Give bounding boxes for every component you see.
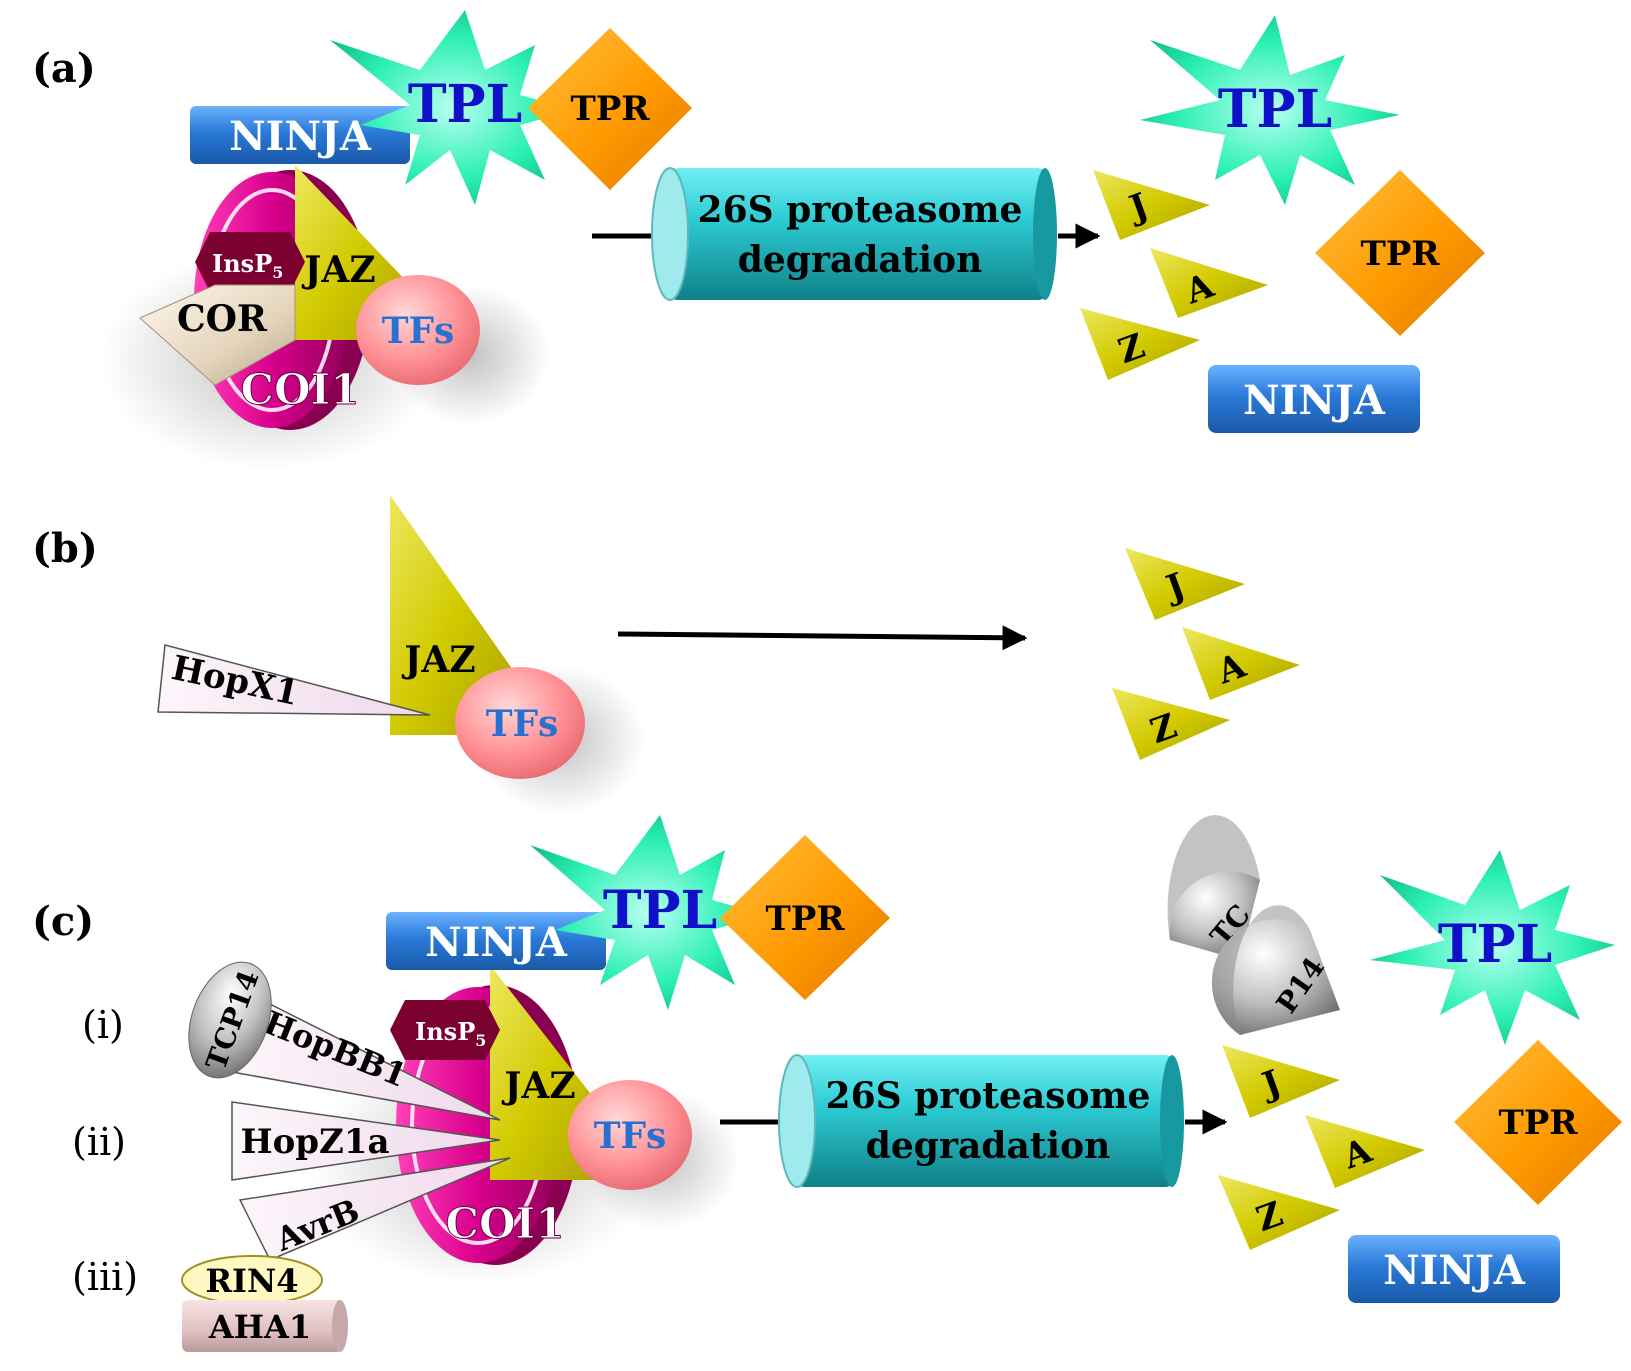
tpl-star bbox=[330, 10, 575, 205]
tpl-star-out-c bbox=[1370, 850, 1615, 1045]
panel-c-label: (c) bbox=[32, 898, 94, 945]
avrb-wedge bbox=[238, 1157, 511, 1261]
tpl-out-label-a: TPL bbox=[1218, 79, 1332, 140]
tpr-diamond-out-c bbox=[1454, 1040, 1622, 1205]
jaz-label-c: JAZ bbox=[501, 1065, 575, 1107]
tpl-label: TPL bbox=[408, 74, 522, 135]
tfs-ellipse-c bbox=[568, 1080, 692, 1190]
fragment-j-b: J bbox=[1125, 548, 1245, 620]
jaz-label: JAZ bbox=[301, 249, 375, 291]
tpr-out-label-a: TPR bbox=[1360, 234, 1440, 274]
fragment-j-c: J bbox=[1222, 1045, 1340, 1118]
ninja-box-c bbox=[386, 912, 606, 970]
p14-half-disc bbox=[1211, 905, 1340, 1035]
insp5-hexagon bbox=[195, 232, 305, 292]
insp5-hexagon-c bbox=[390, 1000, 500, 1060]
arrow-b bbox=[617, 625, 1028, 651]
coi1-label-c: COI1 bbox=[446, 1199, 565, 1248]
hopz1a-label: HopZ1a bbox=[240, 1122, 389, 1162]
insp5-label: InsP5 bbox=[212, 249, 283, 282]
tpr-out-label-c: TPR bbox=[1498, 1103, 1578, 1143]
ninja-label-c: NINJA bbox=[425, 919, 568, 966]
hopx1-wedge bbox=[157, 644, 431, 716]
tfs-ellipse bbox=[356, 275, 480, 385]
fragment-z-c: Z bbox=[1218, 1175, 1340, 1250]
cor-label: COR bbox=[177, 298, 268, 340]
fragment-a-b: A bbox=[1182, 627, 1300, 700]
proteasome-label-line2-c: degradation bbox=[866, 1125, 1111, 1167]
tfs-label-b: TFs bbox=[486, 703, 559, 745]
tpr-diamond-out-a bbox=[1315, 170, 1485, 336]
aha1-label: AHA1 bbox=[208, 1308, 311, 1346]
ninja-out-label-a: NINJA bbox=[1243, 377, 1386, 424]
tpr-label: TPR bbox=[570, 89, 650, 129]
ninja-box-out-c bbox=[1348, 1235, 1560, 1303]
proteasome-cylinder-c bbox=[778, 1054, 1184, 1188]
roman-iii-label: (iii) bbox=[72, 1255, 138, 1299]
ninja-box bbox=[190, 106, 410, 164]
tfs-label: TFs bbox=[382, 310, 455, 352]
fragment-a-c: A bbox=[1305, 1115, 1425, 1188]
proteasome-label-line1-c: 26S proteasome bbox=[826, 1075, 1151, 1117]
tpl-star-c bbox=[530, 815, 765, 1010]
aha1-cylinder bbox=[182, 1300, 348, 1352]
tpl-label-c: TPL bbox=[603, 880, 717, 941]
tcp14-oval bbox=[188, 961, 272, 1079]
proteasome-cylinder-a bbox=[651, 167, 1057, 301]
rin4-label: RIN4 bbox=[205, 1262, 298, 1300]
fragment-z-a: Z bbox=[1080, 308, 1200, 380]
hopz1a-wedge bbox=[231, 1101, 501, 1181]
fragment-a-a: A bbox=[1150, 248, 1268, 318]
tpr-diamond-c bbox=[720, 835, 890, 1000]
fragment-j-a: J bbox=[1093, 170, 1210, 240]
tpl-out-label-c: TPL bbox=[1438, 914, 1552, 975]
coi1-label: COI1 bbox=[241, 365, 360, 414]
tpr-label-c: TPR bbox=[765, 899, 845, 939]
fragment-z-b: Z bbox=[1112, 688, 1230, 760]
panel-b-label: (b) bbox=[32, 525, 98, 572]
ninja-out-label-c: NINJA bbox=[1383, 1247, 1526, 1294]
tpl-star-out-a bbox=[1140, 15, 1400, 205]
roman-i-label: (i) bbox=[82, 1003, 124, 1047]
insp5-label-c: InsP5 bbox=[415, 1017, 486, 1050]
proteasome-label-line1-a: 26S proteasome bbox=[698, 189, 1023, 231]
proteasome-label-line2-a: degradation bbox=[738, 239, 983, 281]
jaz-label-b: JAZ bbox=[401, 639, 475, 681]
tfs-label-c: TFs bbox=[594, 1115, 667, 1157]
roman-ii-label: (ii) bbox=[72, 1120, 126, 1164]
ninja-box-out-a bbox=[1208, 365, 1420, 433]
tpr-diamond bbox=[528, 28, 692, 190]
ninja-label: NINJA bbox=[229, 113, 372, 160]
panel-a-label: (a) bbox=[32, 45, 96, 92]
tfs-ellipse-b bbox=[455, 667, 585, 779]
cor-diamond bbox=[139, 284, 296, 386]
